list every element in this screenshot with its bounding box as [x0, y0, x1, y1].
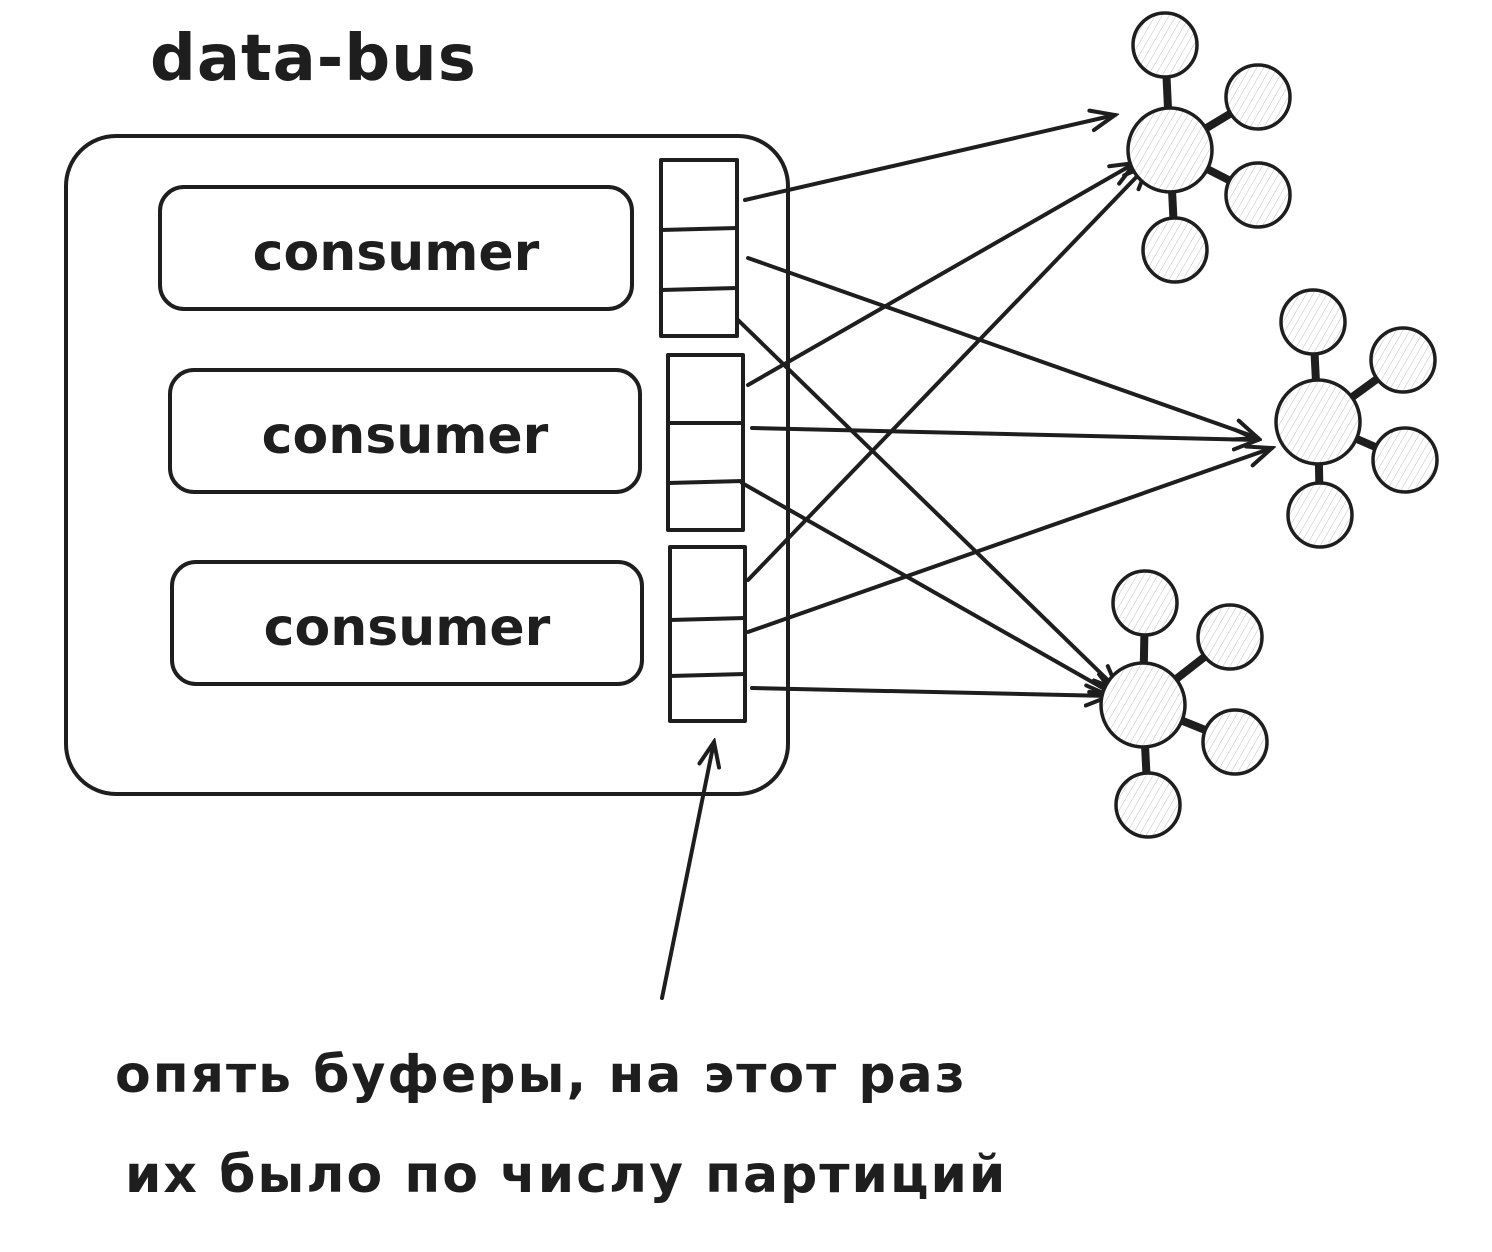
cluster-satellite-node [1369, 326, 1437, 394]
cluster-satellite-node [1201, 708, 1269, 776]
arrow [736, 318, 1118, 690]
consumer-box: consumer [158, 185, 634, 311]
arrow [746, 165, 1148, 582]
consumer-label: consumer [264, 598, 551, 658]
cluster-node-icon [1126, 11, 1292, 284]
arrow [746, 448, 1272, 634]
cluster-satellite-node [1131, 11, 1199, 79]
cluster-satellite-node [1224, 63, 1292, 131]
consumer-label: consumer [262, 406, 549, 466]
arrow [746, 256, 1258, 438]
cluster-center-node [1274, 378, 1362, 466]
arrow [750, 688, 1110, 696]
note-line-2: их было по числу партиций [125, 1145, 1007, 1205]
cluster-satellite-node [1111, 569, 1179, 637]
cluster-satellite-node [1224, 161, 1292, 229]
note-line-1: опять буферы, на этот раз [115, 1045, 967, 1105]
consumer-label: consumer [253, 223, 540, 283]
cluster-satellite-node [1114, 771, 1182, 839]
arrow [743, 115, 1115, 202]
cluster-center-node [1099, 661, 1187, 749]
cluster-satellite-node [1141, 216, 1209, 284]
annotation-arrow [660, 742, 714, 1000]
buffer-2 [666, 353, 745, 532]
arrow [750, 426, 1258, 440]
cluster-center-node [1126, 106, 1214, 194]
consumer-box: consumer [168, 368, 642, 494]
arrow [746, 163, 1135, 387]
diagram-title: data-bus [150, 22, 477, 96]
cluster-satellite-node [1279, 288, 1347, 356]
cluster-node-icon [1099, 569, 1269, 839]
arrow [740, 481, 1115, 695]
buffer-3 [668, 545, 747, 723]
buffer-1 [659, 158, 739, 338]
cluster-satellite-node [1286, 481, 1354, 549]
data-bus-container [64, 134, 790, 796]
arrows [660, 115, 1272, 1000]
cluster-satellite-node [1196, 603, 1264, 671]
cluster-satellite-node [1371, 426, 1439, 494]
consumer-box: consumer [170, 560, 644, 686]
cluster-node-icon [1274, 288, 1439, 549]
